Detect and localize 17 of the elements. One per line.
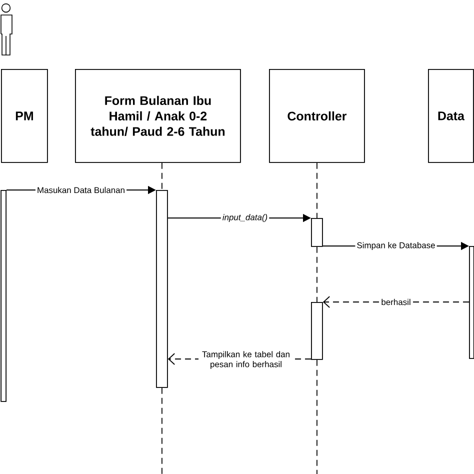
lifeline (316, 359, 318, 474)
activation-bar (469, 246, 474, 359)
activation-bar (311, 218, 323, 247)
activation-bar (311, 302, 323, 360)
message-label: Tampilkan ke tabel dan pesan info berhasil (198, 350, 294, 370)
message-label: berhasil (380, 297, 412, 307)
activation-bar (0, 190, 6, 402)
message-label: Masukan Data Bulanan (35, 185, 127, 195)
object-box: Controller (269, 69, 365, 163)
message-label: Simpan ke Database (355, 240, 437, 252)
lifeline (316, 246, 318, 302)
message-label: input_data() (220, 212, 270, 224)
object-box: Form Bulanan Ibu Hamil / Anak 0-2 tahun/ Paud 2-6 Tahun (75, 69, 241, 163)
object-box: Data (428, 69, 474, 163)
lifeline (316, 162, 318, 218)
object-box: PM (1, 69, 48, 163)
activation-bar (156, 190, 168, 388)
